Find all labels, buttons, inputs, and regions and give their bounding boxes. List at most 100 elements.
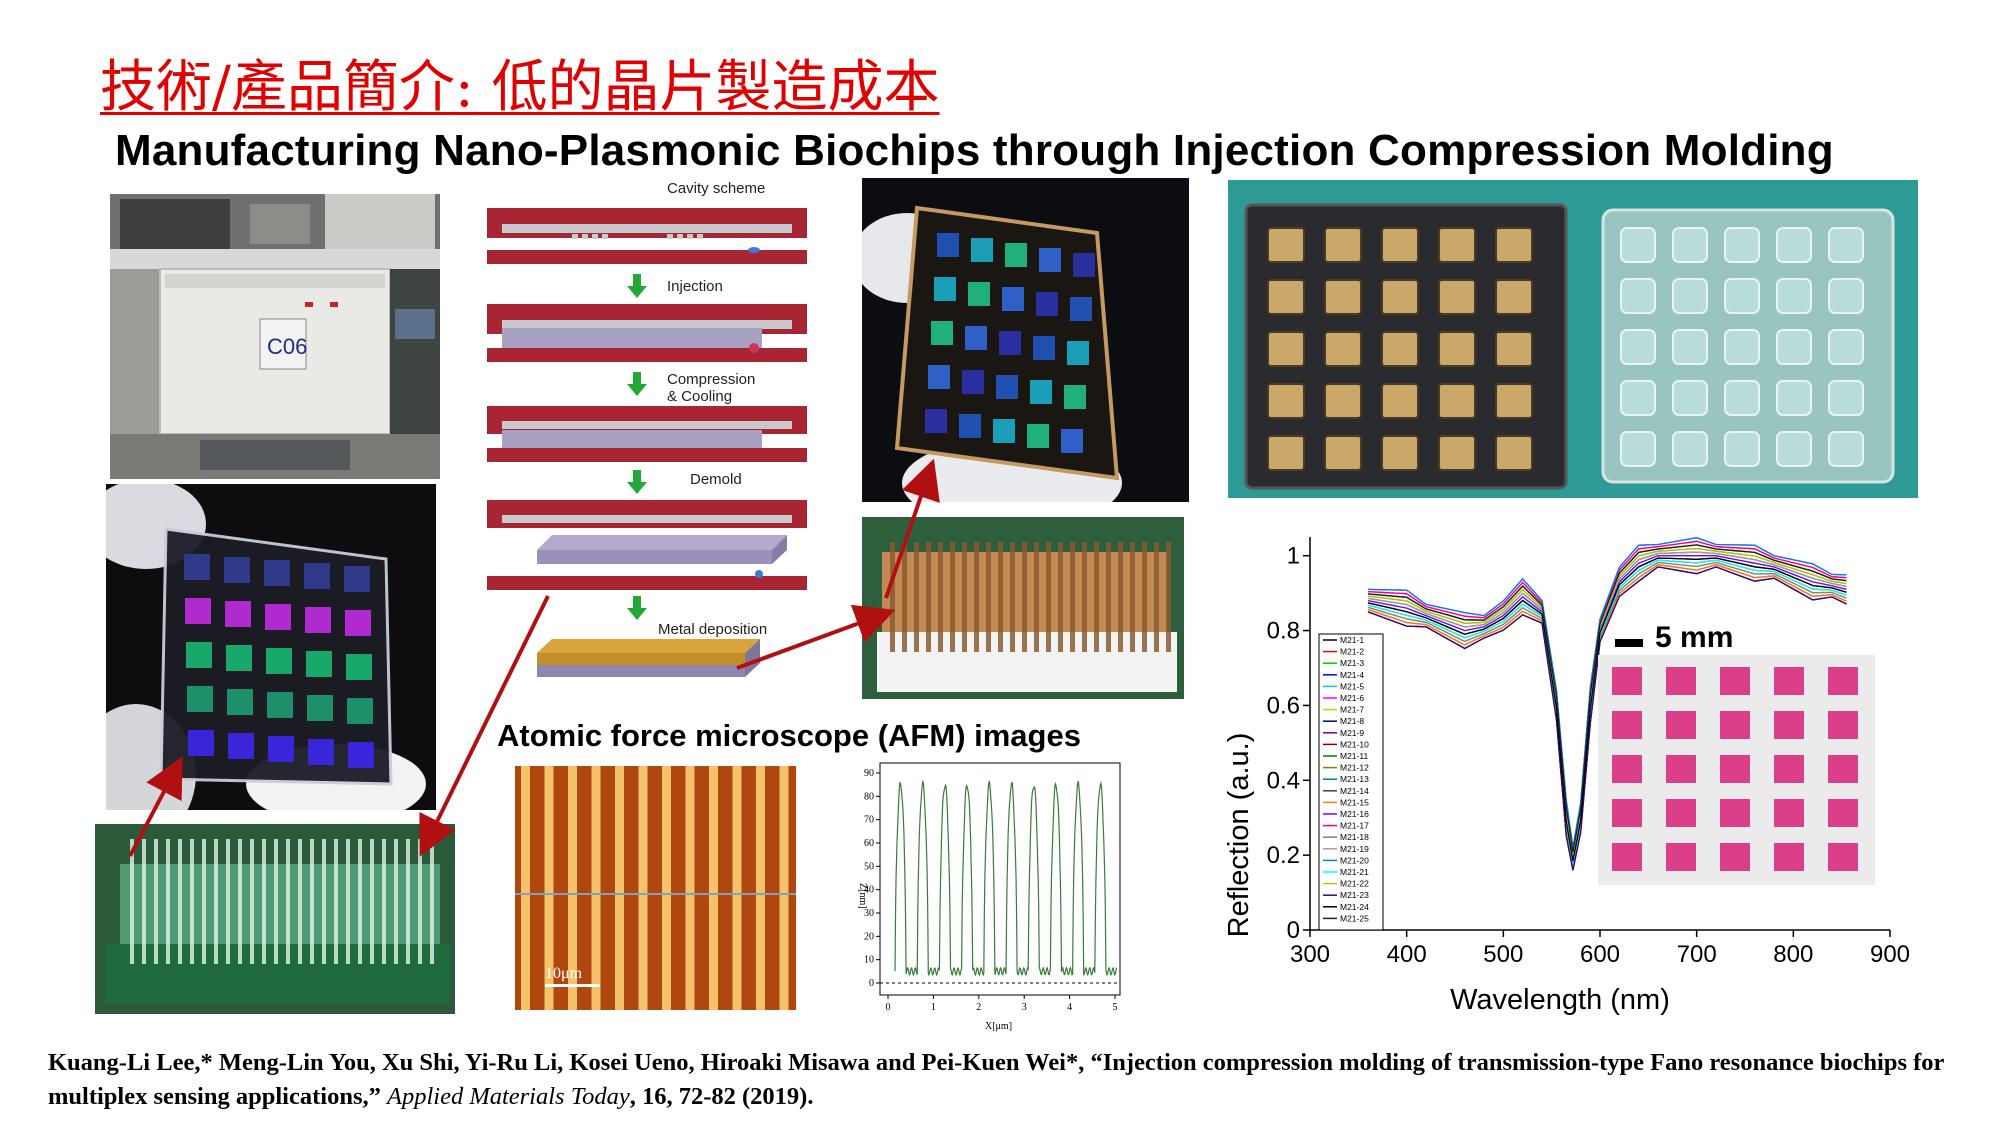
legend-entry: M21-19 [1340,844,1369,854]
inset-scale-label: 5 mm [1655,621,1733,654]
tray-clear-pad [1724,329,1760,365]
tray-clear-pad [1620,227,1656,263]
clear-rack-slide [190,839,194,964]
tray-clear-pad [1724,278,1760,314]
legend-entry: M21-15 [1340,797,1369,807]
tray-gold-pad [1495,227,1533,263]
tray-gold-pad [1381,383,1419,419]
afm-y-tick-label: 40 [864,885,874,896]
afm-y-tick-label: 10 [864,955,874,966]
tray-gold-pad [1438,383,1476,419]
tray-clear-pad [1620,431,1656,467]
y-tick-label: 1 [1287,543,1300,570]
x-tick-label: 700 [1677,941,1717,968]
legend-entry: M21-5 [1340,681,1364,691]
chip-tray-photo [1228,180,1918,498]
metal-chip-pad [993,419,1015,443]
clear-rack-slide [346,839,350,964]
molded-chip-pad [307,695,333,721]
afm-title: Atomic force microscope (AFM) images [497,718,1081,753]
tray-gold-pad [1324,383,1362,419]
legend-entry: M21-10 [1340,739,1369,749]
inset-pad [1612,755,1642,783]
gold-rack-slide [1046,542,1051,652]
tray-gold-pad [1381,279,1419,315]
y-tick-label: 0.4 [1267,767,1300,794]
metal-chip-photo [862,178,1189,502]
inset-pad [1774,667,1804,695]
tray-clear-pad [1828,380,1864,416]
tray-gold-pad [1267,383,1305,419]
clear-rack-slide [142,839,146,964]
x-axis-label: Wavelength (nm) [1450,984,1670,1016]
gold-rack-slide [1166,542,1171,652]
metal-chip-pad [968,282,990,306]
scheme-label-metal: Metal deposition [658,621,767,638]
gold-rack-slide [962,542,967,652]
tray-gold-pad [1438,279,1476,315]
tray-clear-pad [1724,431,1760,467]
arrow-metal-to-gold-rack [736,604,896,670]
tray-gold-pad [1438,331,1476,367]
scheme-label-demold: Demold [690,471,742,488]
molded-chip-pad [184,554,210,580]
tray-clear-pad [1776,227,1812,263]
tray-gold-pad [1324,227,1362,263]
legend-entry: M21-14 [1340,786,1369,796]
molded-chip-pad [265,604,291,630]
inset-pad [1828,799,1858,827]
molded-chip-pad [346,654,372,680]
legend-entry: M21-6 [1340,693,1364,703]
scheme-step-cavity: Cavity scheme [487,180,807,264]
afm-stripes [521,766,789,1010]
afm-y-tick-label: 50 [864,861,874,872]
molded-chip-pad [185,598,211,624]
afm-stripe [685,766,695,1010]
afm-stripe [756,766,765,1010]
inset-pad [1612,667,1642,695]
clear-rack-slide [166,839,170,964]
afm-y-tick-label: 90 [864,768,874,779]
tray-clear-pad [1828,329,1864,365]
tray-gold-pad [1495,331,1533,367]
tray-gold-pad [1381,435,1419,471]
afm-y-tick-label: 30 [864,908,874,919]
metal-chip-pad [1061,429,1083,453]
citation-authors-title: Kuang-Li Lee,* Meng-Lin You, Xu Shi, Yi-… [48,1049,1944,1110]
reflection-series-line [1367,566,1847,871]
arrow-rack-to-chip [128,756,183,857]
legend-entry: M21-17 [1340,821,1369,831]
clear-rack-slide [394,839,398,964]
gold-rack-slide [1058,542,1063,652]
clear-rack-slide [238,839,242,964]
x-tick-label: 800 [1773,941,1813,968]
scheme-step-injection [487,304,807,362]
tray-clear-pad-grid [1620,227,1864,467]
x-tick-label: 300 [1290,941,1330,968]
reflection-series-line [1367,537,1847,848]
molded-chip-pad-grid [184,554,374,768]
molded-chip-pad [266,648,292,674]
gold-rack-slide [1154,542,1159,652]
molded-chip-pad [264,560,290,586]
tray-clear-pad [1776,431,1812,467]
molded-chip-pad [226,645,252,671]
gold-rack-slide [986,542,991,652]
scheme-arrow-4 [627,596,647,620]
molded-chip-pad [348,742,374,768]
reflection-series [1367,537,1847,871]
legend-entry: M21-4 [1340,670,1364,680]
legend-entry: M21-22 [1340,879,1369,889]
gold-rack-slide [1034,542,1039,652]
slide-title: 技術/產品簡介: 低的晶片製造成本 [100,55,940,120]
metal-chip-pad [1039,248,1061,272]
legend-entry: M21-7 [1340,705,1364,715]
x-tick-label: 900 [1870,941,1910,968]
reflection-series-line [1367,557,1847,862]
tray-gold-pad-grid [1267,227,1533,471]
gold-rack-slide [1022,542,1027,652]
gold-rack-slide [1118,542,1123,652]
gold-rack-slide [1070,542,1075,652]
y-tick-label: 0.2 [1267,842,1300,869]
